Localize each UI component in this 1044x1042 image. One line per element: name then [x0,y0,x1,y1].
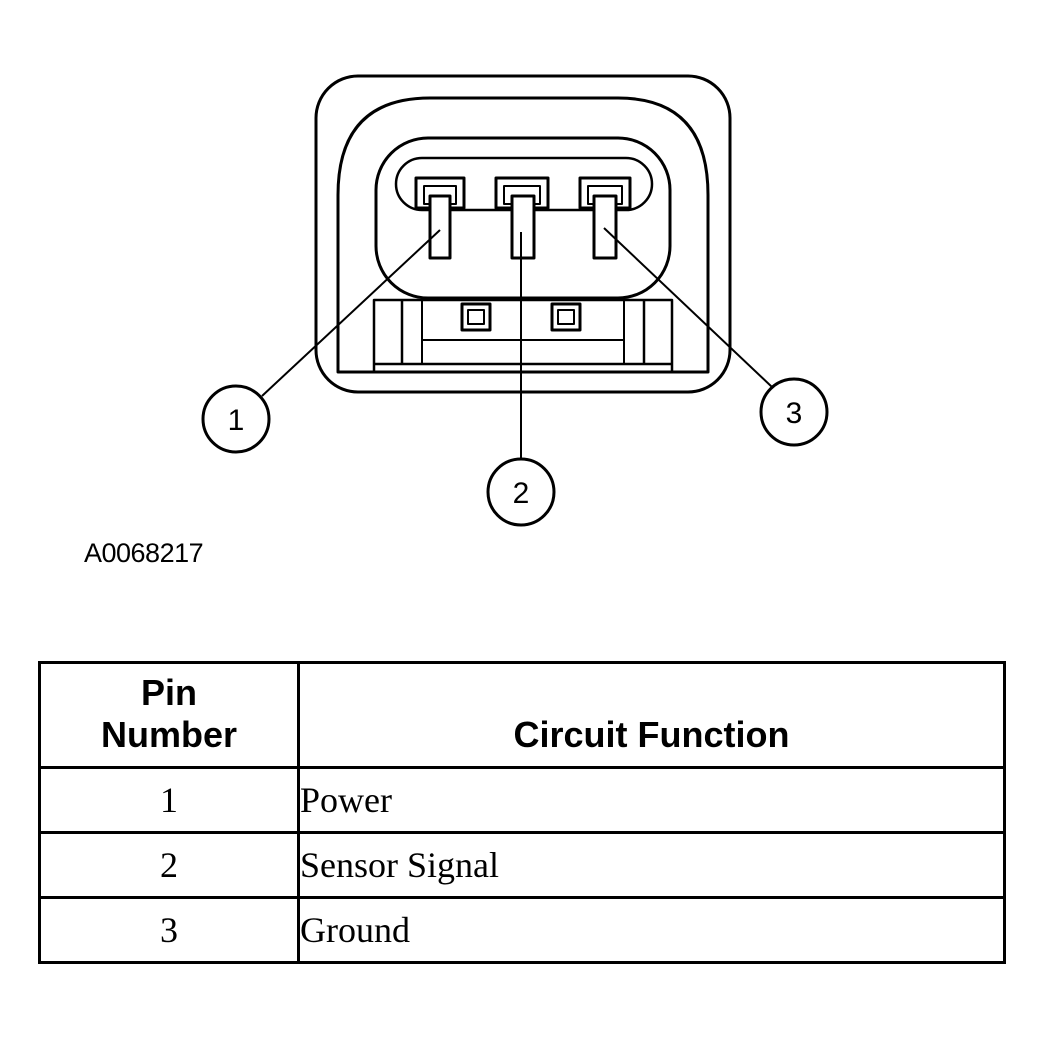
connector-face-diagram: 1 2 3 [201,74,829,527]
table-header: Pin Number Circuit Function [38,661,1006,769]
callout-circle-1 [201,384,271,454]
table-body: 1 Power 2 Sensor Signal 3 Ground [38,766,1006,964]
latch-tab-left [460,302,492,332]
callout-circle-3 [759,377,829,447]
callout-number-1: 1 [228,404,245,437]
table-row: 1 Power [38,766,1006,834]
terminal-pin-3 [578,176,632,260]
callout-number-2: 2 [513,477,530,510]
header-pin-line1: Pin [140,672,197,713]
callout-circle-2 [486,457,556,527]
latch-region [372,298,674,374]
header-pin-line2: Number [100,714,238,755]
connector-inner-shroud [336,96,710,374]
leader-line-1 [261,229,441,397]
circuit-function-cell: Power [297,766,1006,834]
callout-number-3: 3 [786,397,803,430]
circuit-function-cell: Sensor Signal [297,831,1006,899]
latch-tab-right-inner [557,309,575,325]
latch-tab-right [550,302,582,332]
table-row: 2 Sensor Signal [38,831,1006,899]
terminal-cavity [374,136,672,300]
terminal-pin-2 [494,176,550,260]
circuit-function-cell: Ground [297,896,1006,964]
connector-outer-housing [314,74,732,394]
header-circuit-function: Circuit Function [297,661,1006,769]
terminal-pin-1 [414,176,466,260]
table-row: 3 Ground [38,896,1006,964]
latch-tab-left-inner [467,309,485,325]
leader-line-3 [603,227,773,388]
pin-number-cell: 2 [38,831,300,899]
pin-function-table: Pin Number Circuit Function 1 Power 2 Se… [38,661,1006,964]
pin-number-cell: 1 [38,766,300,834]
pin-number-cell: 3 [38,896,300,964]
table-header-row: Pin Number Circuit Function [38,661,1006,769]
figure-id-label: A0068217 [84,538,204,568]
header-pin-number: Pin Number [38,661,300,769]
